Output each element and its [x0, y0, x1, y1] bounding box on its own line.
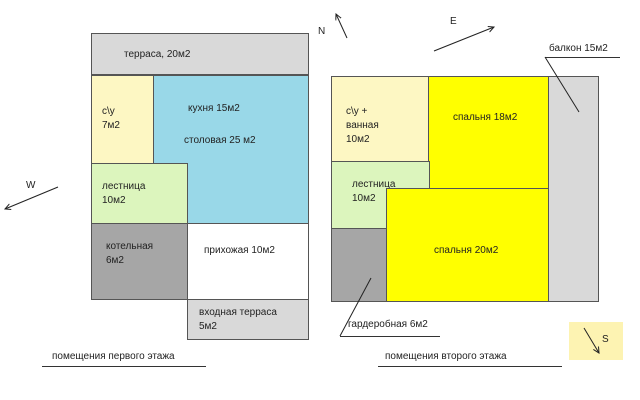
balcony-room [548, 76, 599, 302]
balcony-label-underline [545, 57, 620, 58]
wardrobe-room [331, 228, 387, 302]
bedroom-20-label: спальня 20м2 [434, 245, 499, 256]
floor2-caption-underline [378, 366, 562, 367]
south-arrow [583, 327, 599, 353]
stairs-label-1: лестница [102, 181, 146, 192]
wc-room-floor1: с\у 7м2 [91, 75, 154, 164]
dining-label: столовая 25 м2 [184, 135, 256, 146]
north-arrow [336, 14, 348, 39]
wc-bath-room-floor2: с\у + ванная 10м2 [331, 76, 429, 162]
terrace-room: терраса, 20м2 [91, 33, 309, 75]
stairs2-label-2: 10м2 [352, 193, 376, 204]
bedroom-20-room: спальня 20м2 [386, 188, 549, 302]
wardrobe-label-underline [340, 336, 440, 337]
entry-label-2: 5м2 [199, 321, 217, 332]
floor1-caption-underline [42, 366, 206, 367]
wardrobe-label: гардеробная 6м2 [348, 319, 428, 330]
kitchen-label: кухня 15м2 [188, 103, 240, 114]
floor1-caption: помещения первого этажа [52, 351, 175, 362]
balcony-leader-line [544, 56, 580, 113]
wc2-label-2: ванная [346, 120, 379, 131]
north-label: N [318, 26, 326, 37]
bedroom-18-label: спальня 18м2 [453, 112, 518, 123]
boiler-label-2: 6м2 [106, 255, 124, 266]
floor2-caption: помещения второго этажа [385, 351, 507, 362]
stairs-room-floor1: лестница 10м2 [91, 163, 188, 224]
stairs-label-2: 10м2 [102, 195, 126, 206]
hall-room: прихожая 10м2 [187, 223, 309, 300]
east-label: E [450, 16, 457, 27]
south-label: S [602, 334, 609, 345]
wc2-label-3: 10м2 [346, 134, 370, 145]
east-arrow [433, 27, 494, 52]
entry-terrace-room: входная терраса 5м2 [187, 299, 309, 340]
west-arrow [5, 186, 59, 209]
terrace-label: терраса, 20м2 [124, 49, 191, 60]
west-label: W [26, 180, 36, 191]
wardrobe-leader-line [339, 277, 372, 337]
boiler-label-1: котельная [106, 241, 154, 252]
wc-label-1: с\у [102, 106, 115, 117]
hall-label: прихожая 10м2 [204, 245, 275, 256]
wc2-label-1: с\у + [346, 106, 368, 117]
stairs2-label-1: лестница [352, 179, 396, 190]
wc-label-2: 7м2 [102, 120, 120, 131]
balcony-label: балкон 15м2 [549, 43, 608, 54]
entry-label-1: входная терраса [199, 307, 277, 318]
